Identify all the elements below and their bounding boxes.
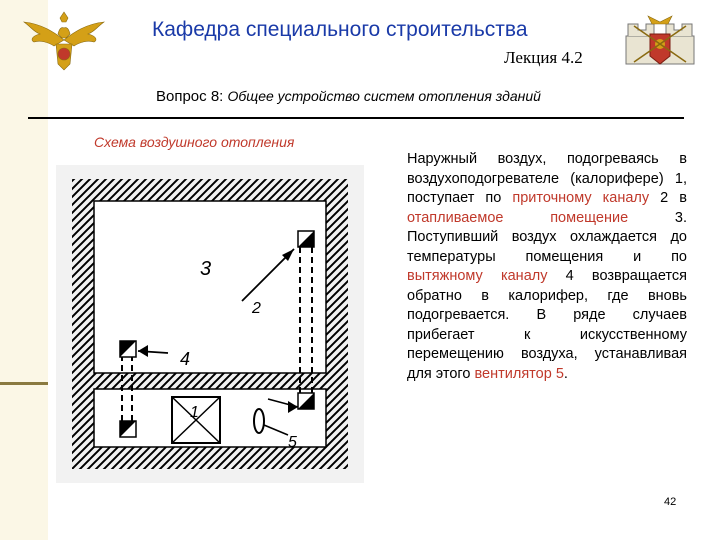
desc-part: возвращается обратно в калорифер, где вн… xyxy=(407,268,687,382)
sidebar-divider xyxy=(0,382,48,385)
floor-slab xyxy=(94,373,326,389)
desc-number: 3 xyxy=(674,209,683,226)
fan-icon xyxy=(253,408,265,434)
label-fan: 5 xyxy=(288,434,297,451)
engineering-emblem-icon xyxy=(625,15,695,65)
wall-right xyxy=(326,179,348,469)
label-supply-channel: 2 xyxy=(251,300,261,317)
label-room: 3 xyxy=(200,258,211,280)
eagle-emblem-icon xyxy=(22,11,106,71)
desc-highlight: отапливаемое помещение xyxy=(407,209,675,226)
lecture-number: Лекция 4.2 xyxy=(504,48,583,67)
desc-number: 2 xyxy=(660,190,669,206)
desc-part: в xyxy=(668,190,687,206)
label-exhaust-channel: 4 xyxy=(180,349,190,369)
wall-top xyxy=(72,179,348,201)
sidebar-strip xyxy=(0,0,48,540)
figure-caption: Схема воздушного отопления xyxy=(94,134,295,150)
question-label: Вопрос 8: xyxy=(156,88,224,105)
department-title: Кафедра специального строительства xyxy=(152,18,528,41)
desc-number: 1 xyxy=(674,170,683,187)
header-divider xyxy=(28,117,684,119)
question-subject: Общее устройство систем отопления зданий xyxy=(227,88,541,104)
air-heating-diagram: 3 2 4 1 5 xyxy=(56,165,364,483)
label-heater: 1 xyxy=(190,404,199,421)
desc-part: Наружный воздух, подогреваясь в воздухоп… xyxy=(407,151,687,187)
desc-part: . xyxy=(563,365,568,382)
desc-highlight: приточному каналу xyxy=(512,190,661,206)
question-heading: Вопрос 8: Общее устройство систем отопле… xyxy=(156,88,541,105)
description-text: Наружный воздух, подогреваясь в воздухоп… xyxy=(407,150,687,384)
desc-highlight: вытяжному каналу xyxy=(407,268,566,284)
desc-number: 4 xyxy=(565,268,574,284)
page-number: 42 xyxy=(664,496,677,508)
desc-number: 5 xyxy=(555,365,564,382)
wall-left xyxy=(72,179,94,469)
wall-bottom xyxy=(72,447,348,469)
desc-part: , поступает по xyxy=(407,170,687,207)
desc-highlight: вентилятор xyxy=(474,365,556,382)
desc-part: . Поступивший воздух охлаждается до темп… xyxy=(407,209,687,265)
